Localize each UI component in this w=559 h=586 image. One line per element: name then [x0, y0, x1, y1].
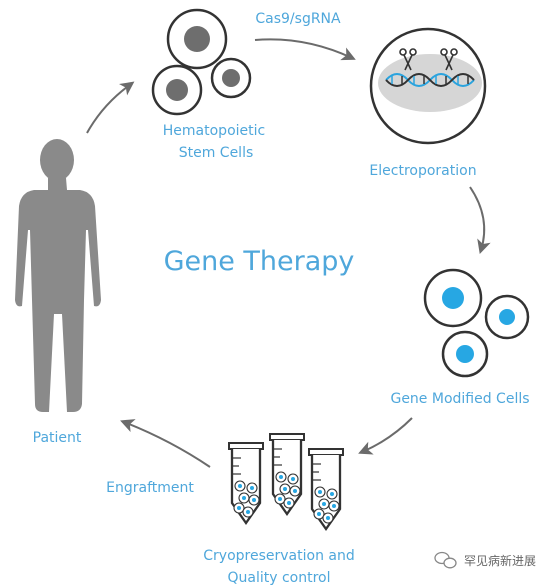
- cas9-label: Cas9/sgRNA: [255, 11, 341, 27]
- patient-silhouette-icon: [15, 139, 101, 412]
- scissors-icon: [440, 48, 458, 71]
- electroporation-label: Electroporation: [369, 163, 476, 179]
- engraftment-label: Engraftment: [106, 480, 194, 496]
- cryopreservation-tubes-icon: [228, 433, 344, 532]
- patient-label: Patient: [33, 430, 82, 446]
- gene-modified-label: Gene Modified Cells: [390, 391, 529, 407]
- cryo-label-line1: Cryopreservation and: [203, 548, 354, 564]
- arrow-to-electroporation: [254, 38, 356, 61]
- scissors-icon: [399, 48, 417, 71]
- wechat-watermark: 罕见病新进展: [434, 551, 536, 569]
- dna-helix-icon: [385, 73, 475, 87]
- hematopoietic-stem-cells-icon: [151, 8, 252, 116]
- arrow-to-patient: [120, 419, 211, 468]
- wechat-logo-icon: [434, 551, 457, 569]
- gene-modified-cells-icon: [423, 268, 530, 378]
- arrow-to-stem-cells: [86, 81, 135, 134]
- arrow-to-cryopreservation: [358, 417, 413, 455]
- arrow-to-modified-cells: [469, 186, 491, 255]
- hsc-label-line1: Hematopoietic: [163, 123, 265, 139]
- electroporation-cell-icon: [369, 27, 487, 145]
- diagram-title: Gene Therapy: [164, 246, 355, 277]
- hsc-label-line2: Stem Cells: [179, 145, 254, 161]
- watermark-text: 罕见病新进展: [464, 553, 536, 568]
- cryo-label-line2: Quality control: [227, 570, 330, 586]
